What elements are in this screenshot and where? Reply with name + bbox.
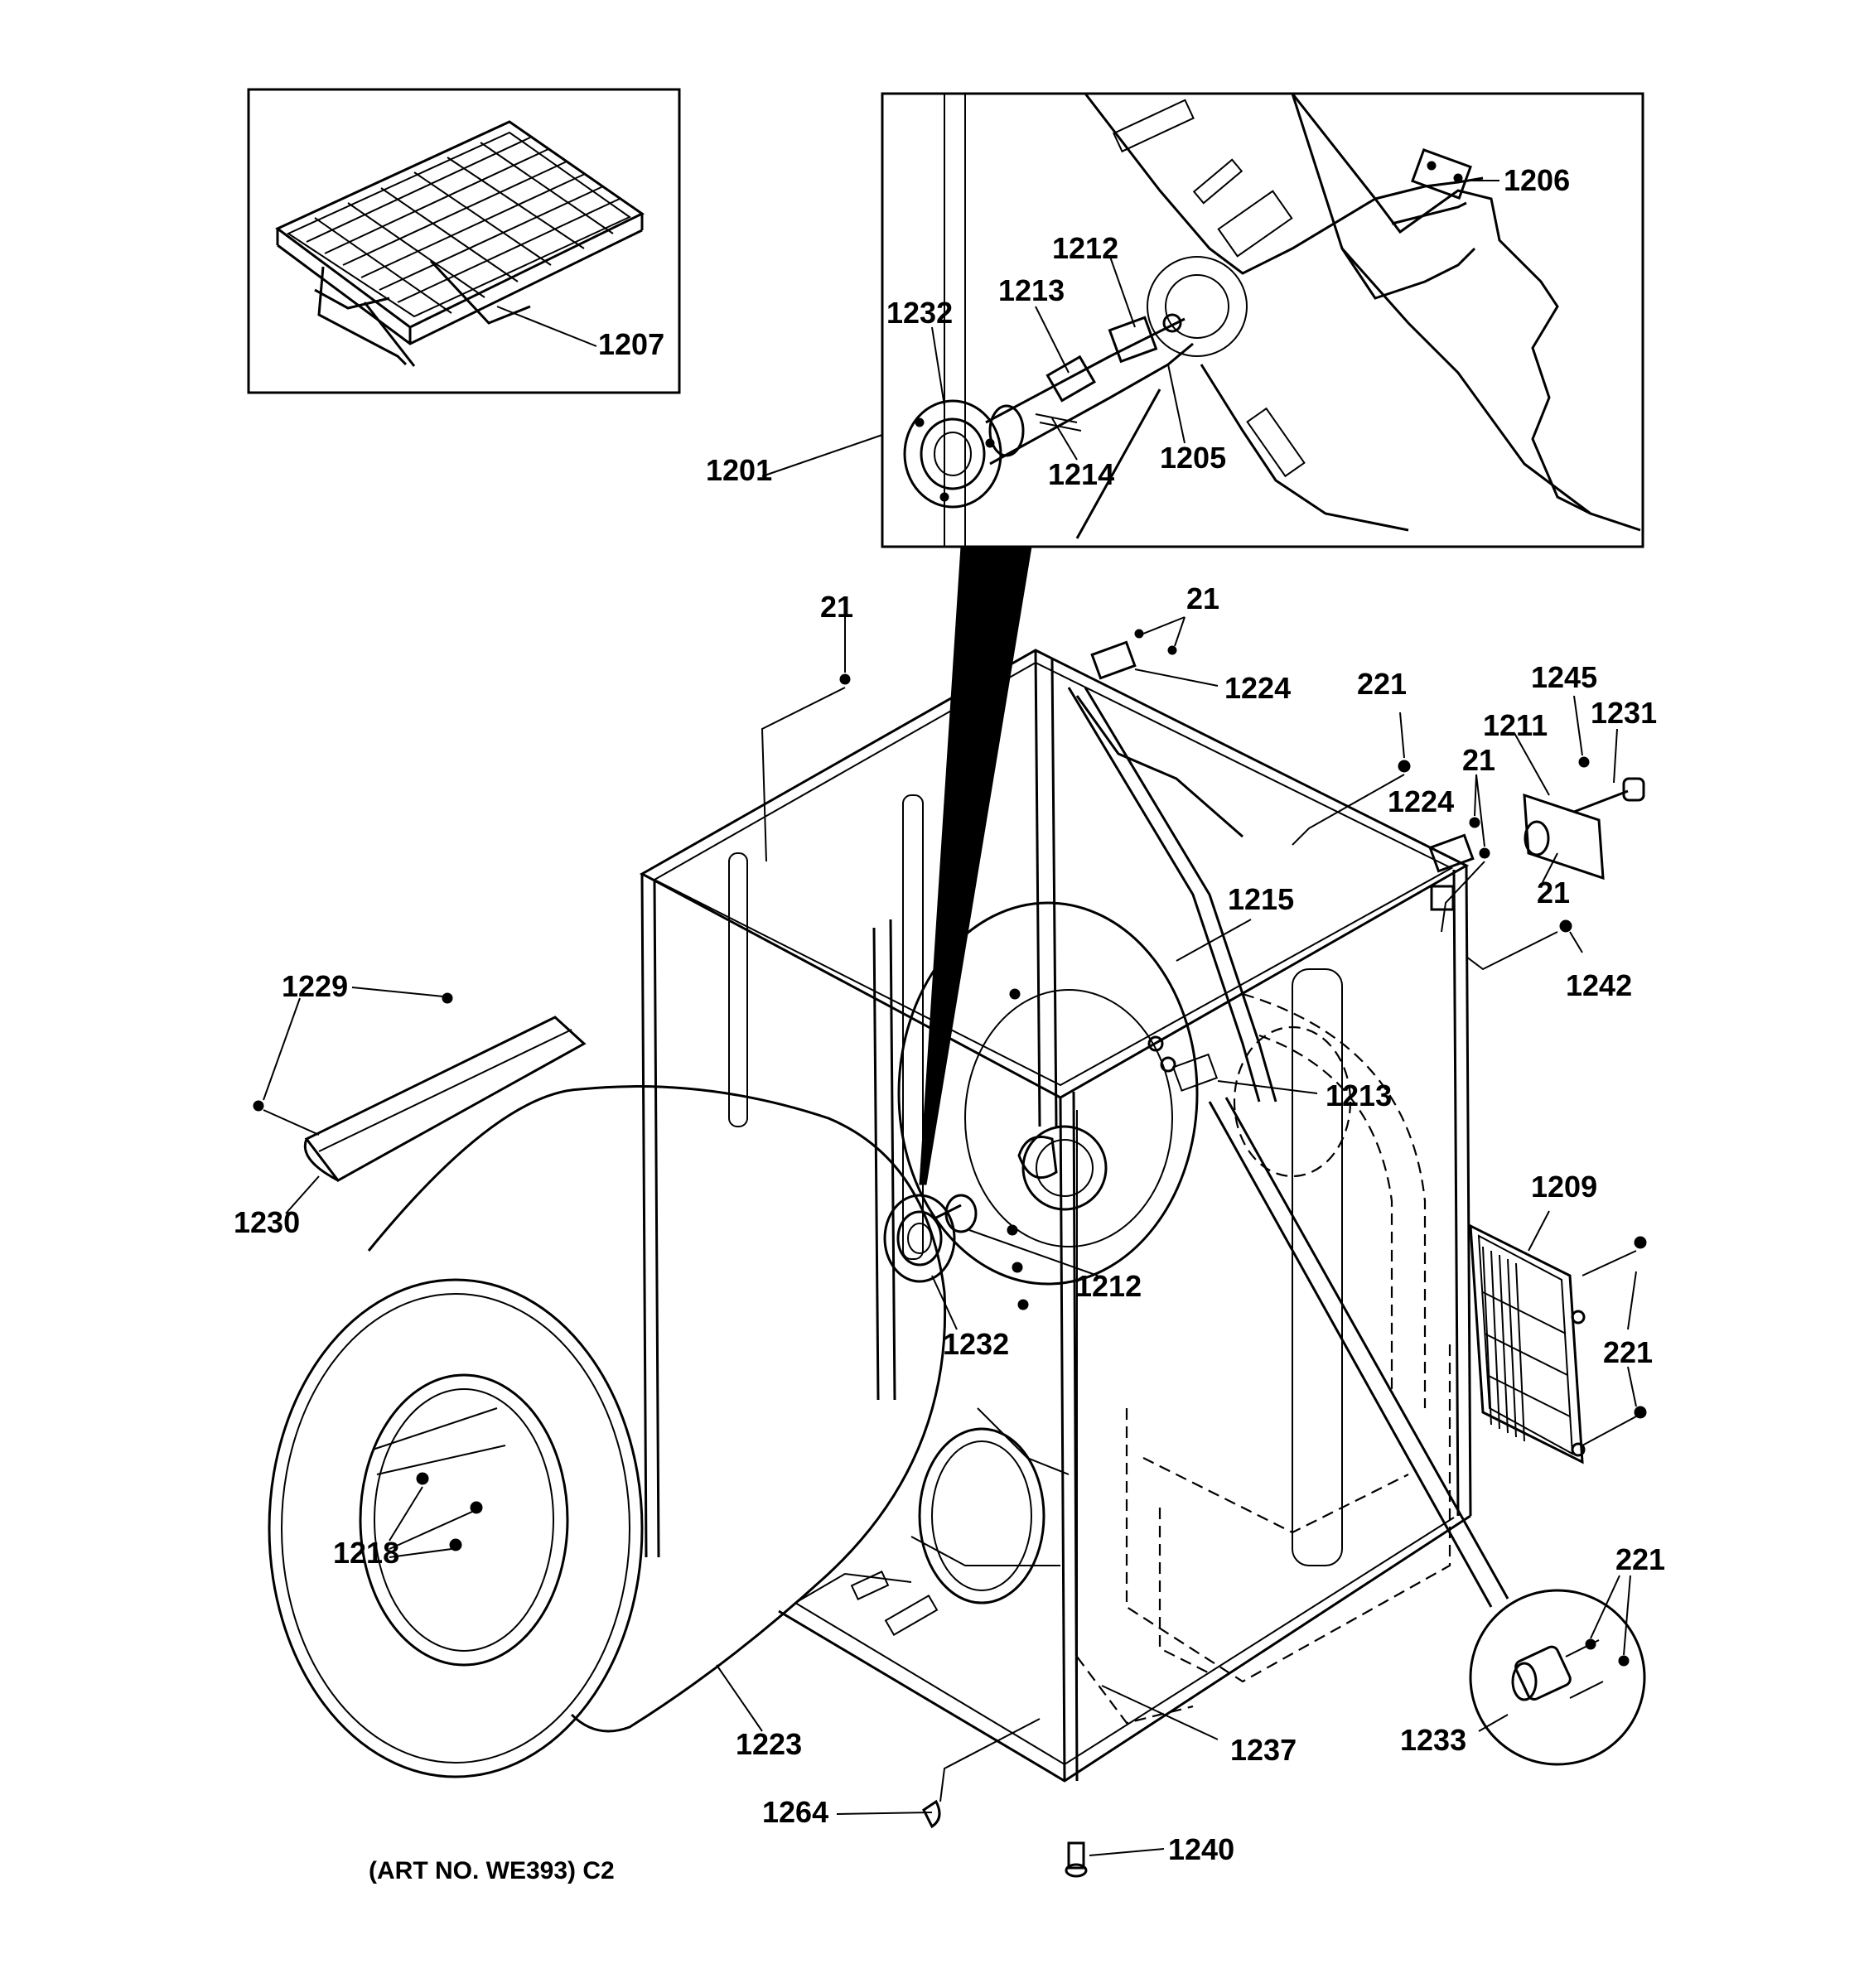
label-1213-detail: 1213 <box>998 273 1065 307</box>
label-1211: 1211 <box>1483 708 1548 742</box>
rear-grille <box>1469 1223 1586 1464</box>
label-1215: 1215 <box>1228 882 1294 916</box>
label-221-grille: 221 <box>1603 1335 1653 1369</box>
label-21-right: 21 <box>1462 743 1495 777</box>
label-1214: 1214 <box>1048 457 1114 491</box>
label-1218: 1218 <box>333 1536 399 1570</box>
label-1242: 1242 <box>1566 968 1632 1002</box>
label-1206: 1206 <box>1504 163 1570 197</box>
label-1209: 1209 <box>1531 1170 1597 1204</box>
label-1233: 1233 <box>1400 1723 1466 1757</box>
label-1212-detail: 1212 <box>1052 231 1118 265</box>
label-1223: 1223 <box>736 1727 802 1761</box>
label-21-top-left: 21 <box>820 590 853 624</box>
label-1213-main: 1213 <box>1326 1078 1392 1112</box>
label-1224-top: 1224 <box>1224 671 1291 705</box>
label-1229: 1229 <box>282 969 348 1003</box>
rear-bulkhead-detail-drawing <box>903 93 1641 547</box>
label-1231: 1231 <box>1591 696 1657 730</box>
label-221-top: 221 <box>1357 667 1407 701</box>
label-1264: 1264 <box>762 1795 828 1829</box>
label-1224-right: 1224 <box>1388 784 1454 818</box>
label-1205: 1205 <box>1160 441 1226 475</box>
drying-rack-drawing <box>275 120 645 367</box>
label-221-bottom: 221 <box>1615 1542 1665 1576</box>
hardware-screws <box>253 629 1647 1878</box>
label-1237: 1237 <box>1230 1733 1297 1767</box>
leader-lines <box>263 616 1637 1856</box>
label-1232-main: 1232 <box>943 1327 1009 1361</box>
art-number: (ART NO. WE393) C2 <box>369 1857 615 1884</box>
label-1245: 1245 <box>1531 660 1597 694</box>
label-1232-detail: 1232 <box>886 296 953 330</box>
detail-callout-wedge <box>919 546 1032 1185</box>
dryer-drum <box>268 1085 947 1778</box>
exhaust-duct <box>303 1016 587 1182</box>
label-1240: 1240 <box>1168 1832 1234 1866</box>
label-1207: 1207 <box>598 327 664 361</box>
thermostat-detail-circle <box>1469 1589 1646 1766</box>
label-1230: 1230 <box>234 1205 300 1239</box>
drum-bearing-detail-inset: 1206 1212 1213 1232 1214 1205 <box>881 92 1644 548</box>
drying-rack-inset: 1207 <box>247 88 681 394</box>
label-1212-main: 1212 <box>1075 1269 1142 1303</box>
label-21-right-lower: 21 <box>1537 876 1570 910</box>
dryer-cabinet-frame <box>639 649 1509 1783</box>
drum-bearing-assembly <box>883 1194 978 1283</box>
label-1201: 1201 <box>706 453 772 487</box>
label-21-top-center: 21 <box>1186 581 1219 615</box>
